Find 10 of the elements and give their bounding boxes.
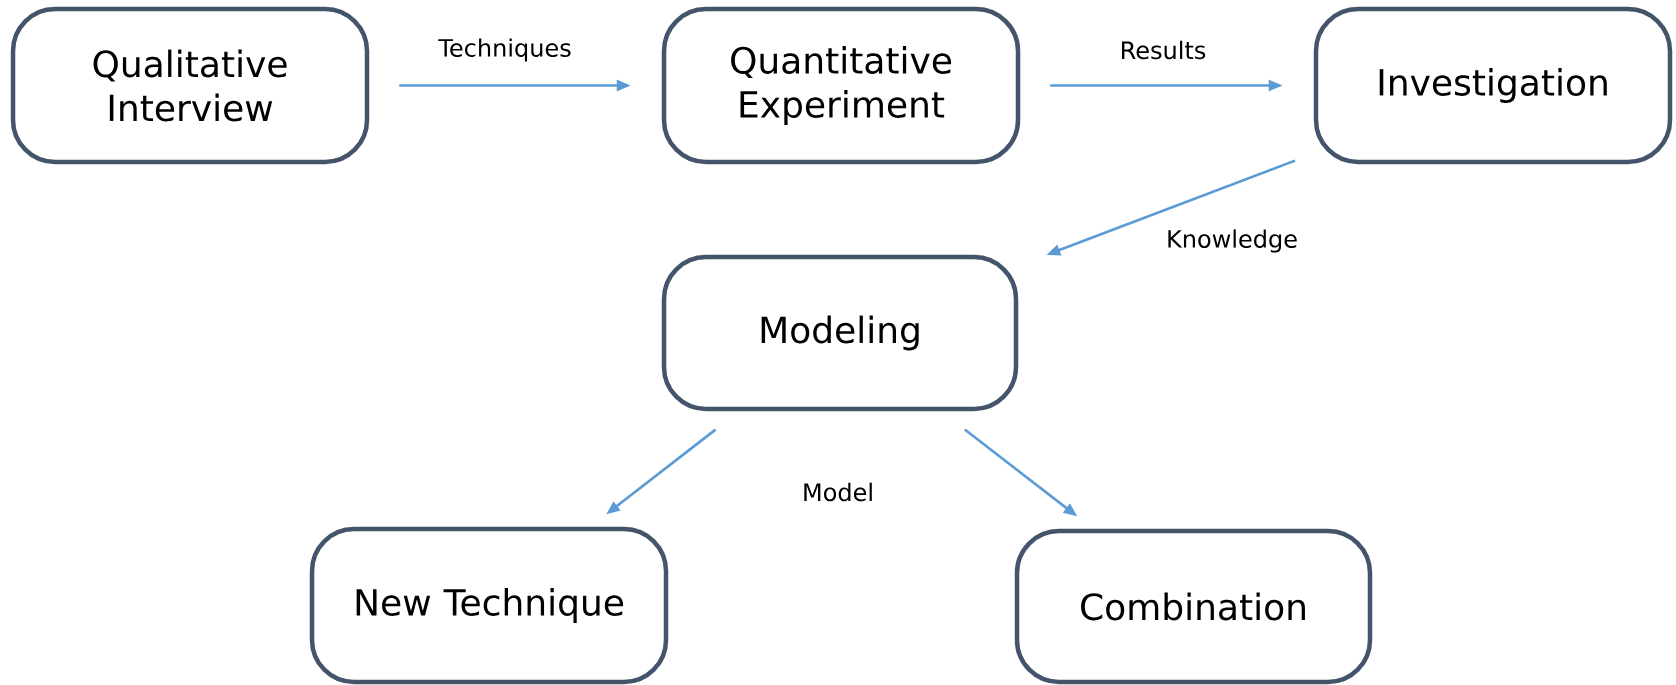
- process-box: New Technique: [309, 526, 669, 685]
- process-box: Qualitative Interview: [10, 6, 370, 165]
- process-box: Modeling: [661, 254, 1019, 412]
- process-box: Investigation: [1313, 6, 1673, 165]
- edge-label: Model: [800, 480, 877, 504]
- process-box: Combination: [1014, 528, 1373, 685]
- edge-label: Knowledge: [1164, 227, 1300, 255]
- edge-label: Results: [1117, 38, 1209, 62]
- process-box: Quantitative Experiment: [661, 6, 1021, 165]
- edge-label: Techniques: [436, 36, 574, 64]
